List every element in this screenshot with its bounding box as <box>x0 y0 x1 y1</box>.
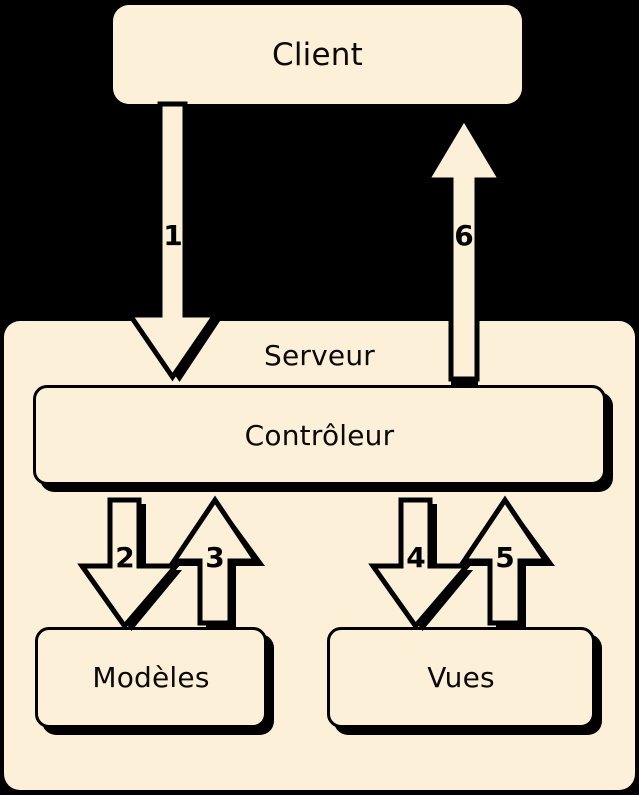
flow-label-3: 3 <box>205 541 225 574</box>
flow-label-6: 6 <box>454 219 474 252</box>
flow-label-2: 2 <box>115 541 135 574</box>
node-serveur-label: Serveur <box>264 339 375 372</box>
node-controleur[interactable]: Contrôleur <box>33 385 606 485</box>
node-vues[interactable]: Vues <box>327 627 595 728</box>
node-client[interactable]: Client <box>113 5 522 104</box>
node-modeles-label: Modèles <box>92 661 210 694</box>
node-modeles[interactable]: Modèles <box>35 627 267 728</box>
flow-label-4: 4 <box>406 541 426 574</box>
node-client-label: Client <box>272 36 363 73</box>
node-controleur-label: Contrôleur <box>244 418 395 452</box>
node-vues-label: Vues <box>427 661 495 694</box>
flow-label-1: 1 <box>163 219 183 252</box>
flow-label-5: 5 <box>495 541 515 574</box>
